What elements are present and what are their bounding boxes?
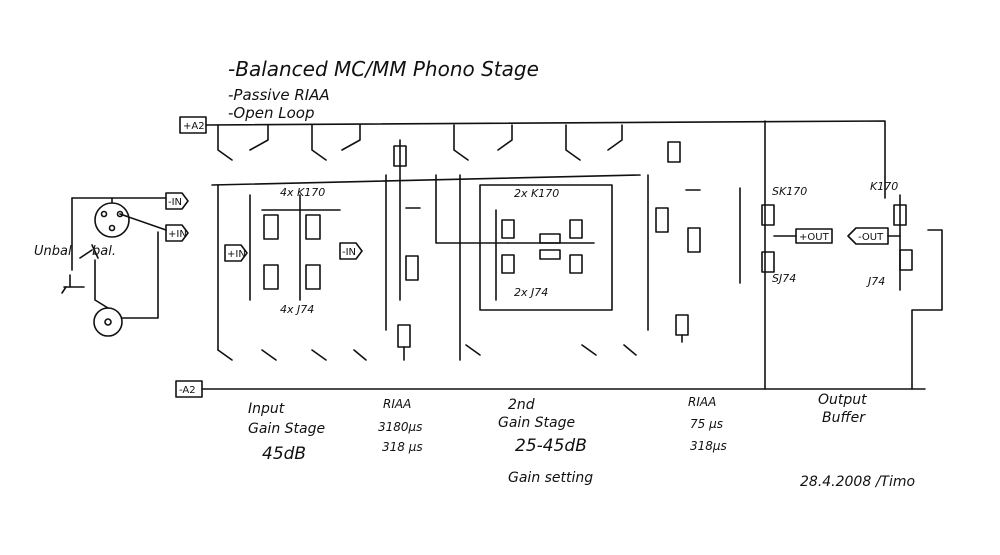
xlr-connector — [94, 202, 130, 238]
title-note-3: -Open Loop — [228, 104, 314, 122]
riaa1-resistor-bottom — [397, 324, 411, 348]
input-resistor-1 — [263, 214, 279, 240]
second-resistor-4 — [569, 254, 583, 274]
second-jfet-p-label: 2x J74 — [514, 286, 548, 299]
negative-rail: -A2 — [175, 380, 926, 398]
input-resistor-2 — [305, 214, 321, 240]
riaa1-caption: RIAA — [383, 397, 411, 411]
second-stage-gain: 25-45dB — [515, 436, 587, 456]
input-stage-gain: 45dB — [262, 444, 306, 464]
second-gain-stage: 2x K170 2x J74 — [435, 124, 637, 361]
input-stage-in-plus — [224, 244, 248, 262]
riaa1-resistor-top — [393, 145, 407, 167]
second-resistor-3 — [501, 254, 515, 274]
xlr-pin-3 — [108, 224, 116, 232]
riaa2-resistor-bottom — [675, 314, 689, 336]
input-resistor-4 — [305, 264, 321, 290]
riaa2-caption: RIAA — [688, 395, 716, 409]
out-resistor-4 — [899, 249, 913, 271]
out-resistor-3 — [893, 204, 907, 226]
riaa1-line1: 3180µs — [378, 420, 422, 434]
positive-rail-label: +A2 — [183, 121, 205, 132]
xlr-pin-2 — [116, 210, 124, 218]
signature: 28.4.2008 /Timo — [800, 474, 915, 490]
in-minus-label: -IN — [168, 197, 182, 208]
output-n-right-label: K170 — [870, 180, 898, 193]
out-resistor-2 — [761, 251, 775, 273]
in-plus-connector — [165, 224, 189, 242]
input-stage-in-minus-label: -IN — [342, 247, 356, 258]
gain-set-resistor-1 — [539, 233, 561, 244]
riaa2-line2: 318µs — [690, 439, 727, 453]
second-resistor-1 — [501, 219, 515, 239]
riaa2-resistor-mid — [655, 207, 669, 233]
riaa2-resistor-top — [667, 141, 681, 163]
riaa2-line1: 75 µs — [690, 417, 723, 431]
out-plus-label: +OUT — [799, 232, 830, 243]
output-p-label: SJ74 — [772, 272, 796, 285]
input-connectors: Unbal bal. -IN +IN — [34, 192, 189, 337]
riaa1-resistor-mid — [405, 255, 419, 281]
output-n-label: SK170 — [772, 185, 807, 198]
gain-setting-note: Gain setting — [508, 470, 593, 486]
in-plus-label: +IN — [168, 229, 187, 240]
rca-connector — [93, 307, 123, 337]
input-jfet-n-label: 4x K170 — [280, 186, 325, 199]
input-gain-stage: +IN -IN 4x K170 4x J74 — [211, 124, 641, 361]
riaa-network-1 — [385, 139, 421, 361]
unbal-label: Unbal — [34, 244, 72, 259]
input-stage-in-plus-label: +IN — [227, 249, 246, 260]
output-buffer: +OUT -OUT SK170 SJ74 K170 J74 — [739, 120, 943, 390]
second-jfet-n-label: 2x K170 — [514, 187, 559, 200]
in-minus-connector — [165, 192, 189, 210]
negative-rail-label: -A2 — [179, 385, 196, 396]
input-resistor-3 — [263, 264, 279, 290]
second-stage-core — [479, 184, 613, 311]
title-note-1: -Balanced MC/MM Phono Stage — [228, 57, 539, 81]
second-resistor-2 — [569, 219, 583, 239]
title-note-2: -Passive RIAA — [228, 86, 330, 104]
riaa-network-2 — [647, 141, 701, 343]
gain-set-resistor-2 — [539, 249, 561, 260]
output-p-right-label: J74 — [866, 275, 885, 288]
input-jfet-p-label: 4x J74 — [280, 303, 314, 316]
riaa2-resistor-right — [687, 227, 701, 253]
xlr-pin-1 — [100, 210, 108, 218]
bal-label: bal. — [92, 244, 116, 259]
rca-pin — [104, 318, 112, 326]
out-minus-label: -OUT — [858, 232, 884, 243]
out-resistor-1 — [761, 204, 775, 226]
input-stage-in-minus — [339, 242, 363, 260]
positive-rail: +A2 — [179, 116, 886, 199]
riaa1-line2: 318 µs — [382, 440, 423, 454]
